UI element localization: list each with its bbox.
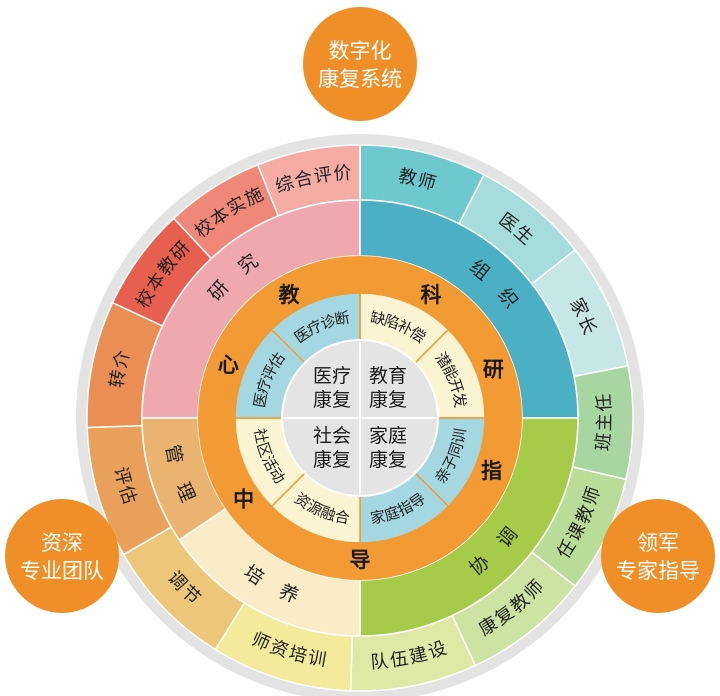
outer-segment-label-char: 介	[110, 348, 135, 370]
outer-segment-label-char: 主	[594, 413, 615, 431]
outer-segment-label-char: 班	[593, 432, 616, 452]
inner-segment-label-char: 陷	[382, 311, 402, 333]
outer-segment-label-char: 师	[579, 484, 605, 508]
outer-ring: 教师医生家长班主任任课教师康复教师队伍建设师资培训调节评估转介校本教研校本实施综…	[86, 144, 634, 692]
outer-segment-label: 评估	[110, 465, 141, 507]
badge-right-circle	[601, 499, 715, 613]
center-ring-char: 教	[279, 283, 301, 307]
center-ring-char: 研	[483, 357, 504, 381]
badge-left-label: 专业团队	[20, 559, 104, 583]
middle-segment-label-char: 管	[161, 443, 186, 466]
inner-segment-label-char: 区	[253, 440, 275, 460]
outer-segment-label-char: 转	[106, 368, 130, 389]
core-quadrant-label: 康复	[369, 389, 407, 411]
badge-top-label: 数字化	[329, 39, 392, 63]
outer-segment-label-char: 师	[415, 170, 438, 195]
middle-ring: 研究组织协调培养管理	[141, 199, 579, 637]
outer-segment-label-char: 估	[115, 483, 141, 507]
center-ring-char: 指	[481, 459, 502, 483]
core-quadrant-label: 康复	[313, 389, 351, 411]
outer-segment-label-char: 任	[593, 393, 615, 412]
outer-segment-label-char: 综	[273, 172, 297, 198]
core-quadrant-label: 家庭	[369, 425, 407, 447]
outer-segment-label-char: 评	[110, 465, 135, 487]
inner-segment-label-char: 社	[250, 427, 270, 445]
inner-segment-label-char: 庭	[382, 503, 402, 525]
outer-segment-label-char: 合	[292, 167, 314, 192]
badge-right-label: 领军	[637, 531, 679, 555]
inner-segment-label-char: 开	[445, 376, 467, 396]
core-quadrant-label: 康复	[369, 449, 407, 471]
outer-segment-label-char: 设	[425, 638, 449, 664]
inner-segment-label-char: 补	[394, 316, 415, 339]
inner-segment-label-char: 疗	[253, 376, 275, 396]
inner-segment-label-char: 诊	[318, 311, 338, 333]
badge-left-label: 资深	[41, 531, 83, 555]
inner-segment-label-char: 源	[304, 497, 325, 520]
core-quadrant-label: 康复	[313, 449, 351, 471]
outer-segment-label: 教师	[397, 166, 439, 195]
center-ring-char: 导	[350, 548, 371, 572]
badge-top-label: 康复系统	[318, 67, 402, 91]
core-quadrant-label: 社会	[313, 425, 351, 447]
inner-segment-label-char: 发	[449, 391, 469, 409]
inner-segment-label-char: 融	[318, 503, 338, 525]
outer-segment-label: 班主任	[593, 393, 616, 452]
outer-segment-label-char: 价	[333, 163, 352, 185]
outer-segment-label-char: 训	[306, 647, 327, 671]
core-quadrant-label: 教育	[369, 365, 407, 387]
badge-right-label: 专家指导	[616, 559, 700, 583]
outer-segment-label-char: 培	[286, 643, 309, 668]
inner-segment-label-char: 合	[333, 507, 351, 527]
center-ring-char: 心	[218, 353, 239, 377]
inner-segment-label-char: 活	[258, 452, 281, 473]
inner-segment-label-char: 缺	[369, 308, 387, 328]
outer-segment-label-char: 伍	[389, 648, 410, 672]
inner-segment-label-char: 家	[369, 507, 387, 527]
outer-segment-label-char: 评	[312, 164, 333, 187]
inner-segment-label-char: 子	[439, 452, 462, 473]
outer-segment-label: 转介	[106, 348, 134, 389]
center-ring-char: 中	[233, 487, 254, 511]
inner-segment-label-char: 疗	[304, 316, 325, 339]
inner-segment-label-char: 断	[333, 308, 351, 328]
badge-left-circle	[5, 499, 119, 613]
center-ring-char: 科	[421, 283, 442, 307]
outer-segment-label-char: 建	[407, 644, 429, 669]
badge-top-circle	[303, 7, 417, 121]
inner-segment-label-char: 能	[439, 362, 462, 383]
core-quadrant-label: 医疗	[313, 365, 351, 387]
inner-segment-label-char: 医	[250, 391, 270, 409]
outer-segment-label: 综合评价	[273, 163, 352, 198]
outer-segment-label: 队伍建设	[370, 638, 449, 674]
inner-segment-label-char: 指	[394, 497, 415, 520]
outer-segment-label-char: 资	[267, 636, 291, 662]
outer-segment-label-char: 教	[397, 166, 419, 190]
inner-segment-label-char: 同	[445, 440, 467, 460]
inner-segment-label-char: 评	[258, 362, 281, 383]
outer-segment-label-char: 队	[370, 651, 390, 673]
inner-segment-label-char: 训	[449, 427, 469, 445]
